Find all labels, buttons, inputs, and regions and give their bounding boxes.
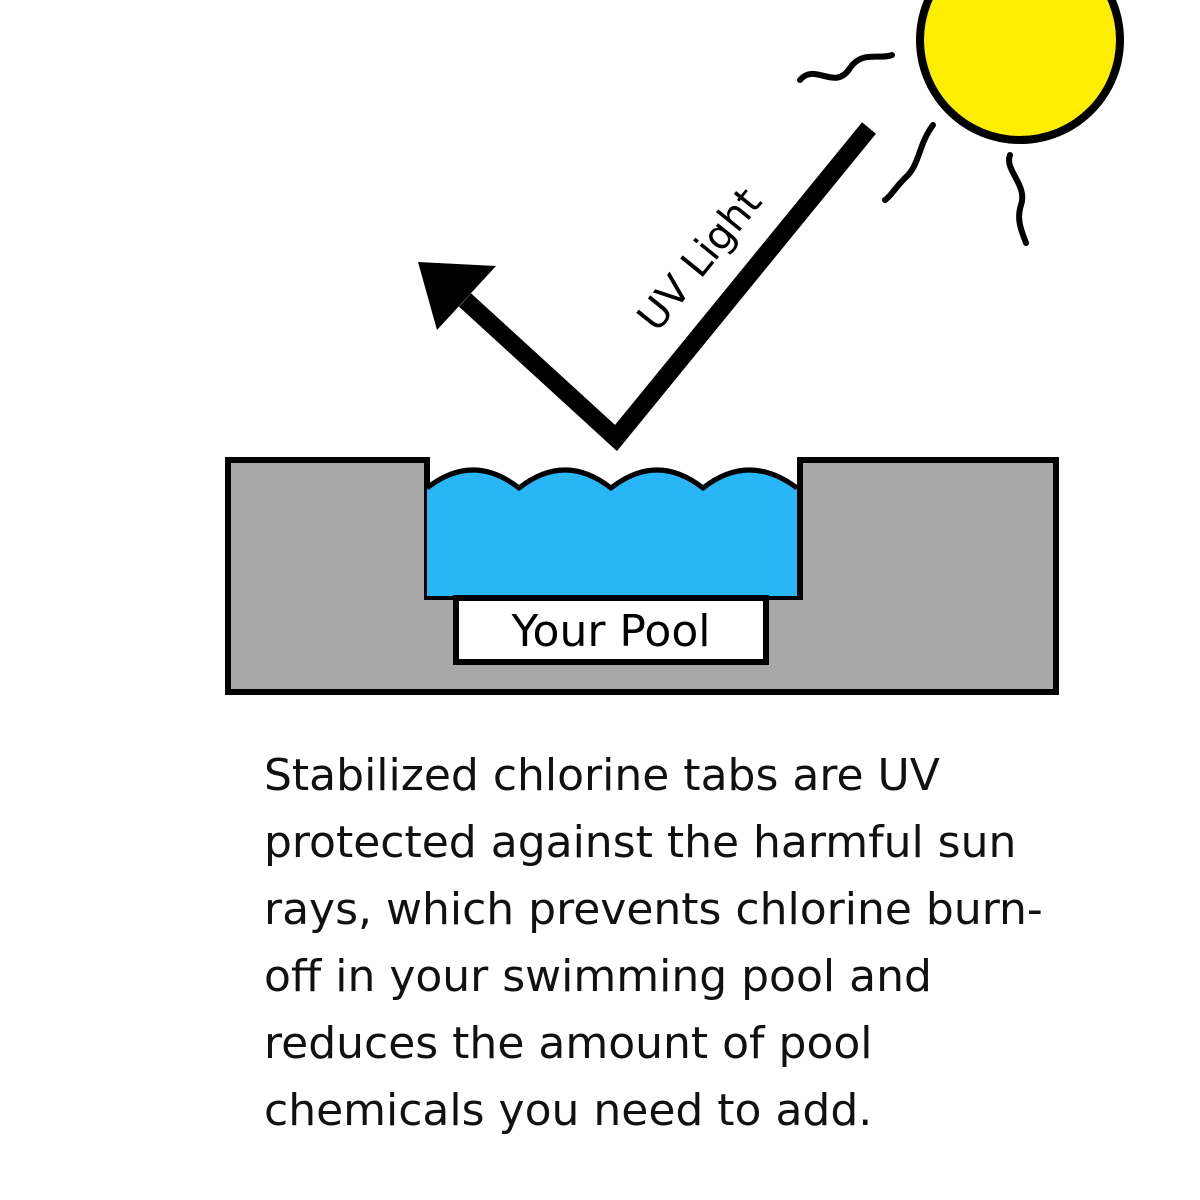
sun-ray [885,125,933,200]
uv-ray-arrow-icon [418,128,869,438]
sun-ray [1009,155,1026,243]
pool-label: Your Pool [511,606,711,657]
pool-icon [427,470,797,596]
caption: Stabilized chlorine tabs are UV protecte… [264,742,1064,1144]
uv-light-label: UV Light [629,180,771,340]
sun-disc [920,0,1120,140]
sun-icon [800,0,1120,243]
sun-ray [800,55,892,80]
